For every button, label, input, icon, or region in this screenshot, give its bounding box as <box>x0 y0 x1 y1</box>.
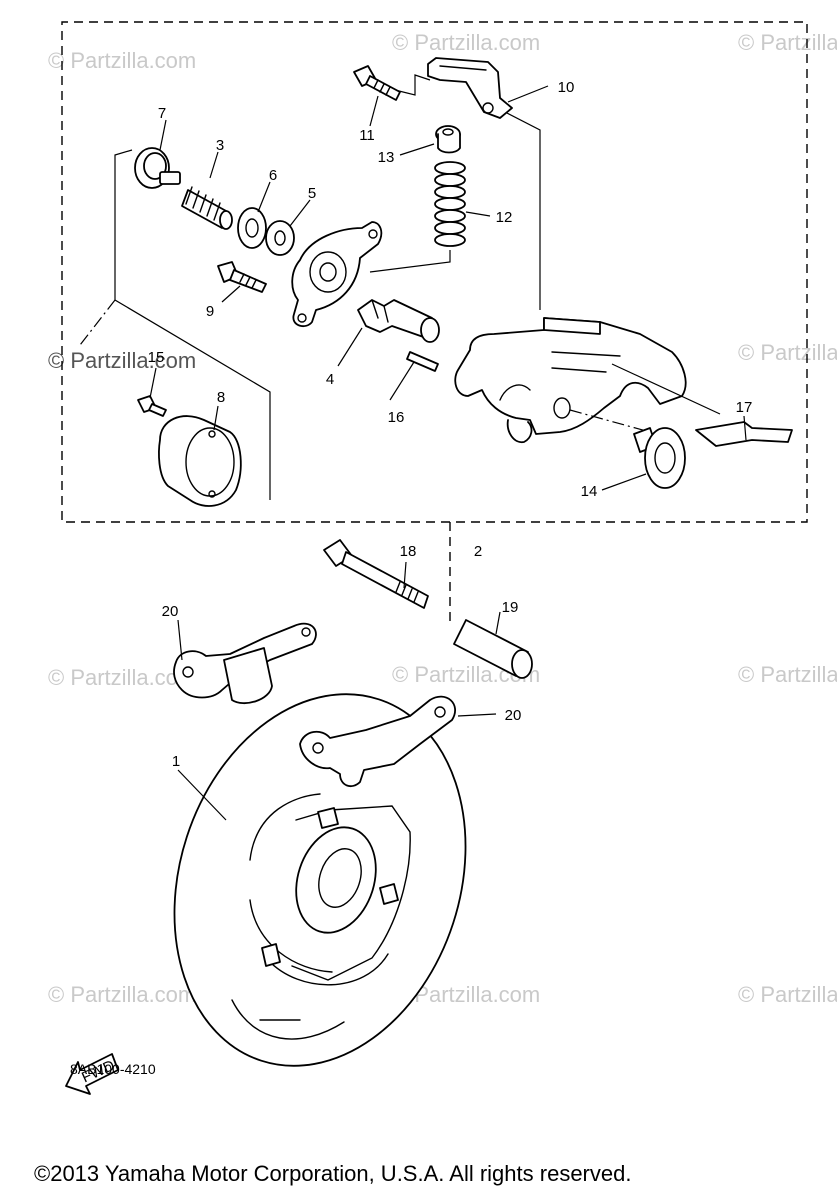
callout-7: 7 <box>158 105 166 122</box>
watermark: © Partzilla.com <box>48 665 196 690</box>
watermark-prominent: © Partzilla.com <box>48 348 196 373</box>
part-11-bolt <box>353 65 401 101</box>
watermark: © Partzilla.com <box>738 340 837 365</box>
callout-12: 12 <box>496 209 513 226</box>
part-15-screw <box>137 395 167 417</box>
part-3-spring-shaft <box>181 186 233 230</box>
watermark: © Partzilla.com <box>738 662 837 687</box>
part-14-pad-pin <box>633 427 686 489</box>
guide-line <box>394 74 431 96</box>
part-8-cover <box>158 415 242 507</box>
caliper-body <box>454 317 687 444</box>
axis-line <box>569 409 651 433</box>
part-5-housing <box>291 221 383 328</box>
part-5-ring <box>265 220 295 256</box>
callout-19: 19 <box>502 599 519 616</box>
part-16-pin <box>406 351 439 372</box>
callout-13: 13 <box>378 149 395 166</box>
guide-line <box>504 111 541 310</box>
part-17-clip <box>695 421 793 447</box>
guide-line <box>79 299 116 346</box>
part-12-spring <box>434 161 466 247</box>
watermark: © Partzilla.com <box>738 30 837 55</box>
leader-lines <box>149 85 747 821</box>
part-19-sleeve <box>453 619 533 679</box>
part-1-brake-disc <box>173 693 467 1067</box>
part-4-cam-shaft <box>357 299 440 343</box>
callout-20: 20 <box>505 707 522 724</box>
guide-line <box>611 363 721 415</box>
part-7-cap <box>134 147 181 189</box>
callout-10: 10 <box>558 79 575 96</box>
callout-2: 2 <box>474 543 482 560</box>
callout-1: 1 <box>172 753 180 770</box>
callout-5: 5 <box>308 185 316 202</box>
callout-3: 3 <box>216 137 224 154</box>
callout-14: 14 <box>581 483 598 500</box>
part-20-pad-left <box>173 622 317 705</box>
callout-8: 8 <box>217 389 225 406</box>
callout-17: 17 <box>736 399 753 416</box>
watermark: © Partzilla.com <box>48 48 196 73</box>
part-9-bolt <box>217 261 267 293</box>
watermark: © Partzilla.com <box>48 982 196 1007</box>
callout-18: 18 <box>400 543 417 560</box>
assembly-boundary <box>61 21 808 523</box>
copyright-notice: ©2013 Yamaha Motor Corporation, U.S.A. A… <box>34 1161 632 1186</box>
callout-15: 15 <box>148 349 165 366</box>
part-18-bolt <box>323 539 429 609</box>
part-6-washer <box>237 207 267 249</box>
watermark: © Partzilla.com <box>738 982 837 1007</box>
watermark: © Partzilla.com <box>392 30 540 55</box>
guide-line <box>369 250 451 273</box>
part-10-bracket <box>427 57 513 119</box>
callout-11: 11 <box>359 127 375 144</box>
part-13-cap <box>435 125 461 154</box>
callout-4: 4 <box>326 371 334 388</box>
diagram-code: 8AB100-4210 <box>70 1061 156 1077</box>
callout-9: 9 <box>206 303 214 320</box>
callout-16: 16 <box>388 409 405 426</box>
callouts: 7 3 6 5 9 4 16 10 11 13 12 15 8 17 14 2 … <box>148 79 753 770</box>
part-20-pad-right <box>299 695 456 788</box>
callout-20: 20 <box>162 603 179 620</box>
callout-6: 6 <box>269 167 277 184</box>
